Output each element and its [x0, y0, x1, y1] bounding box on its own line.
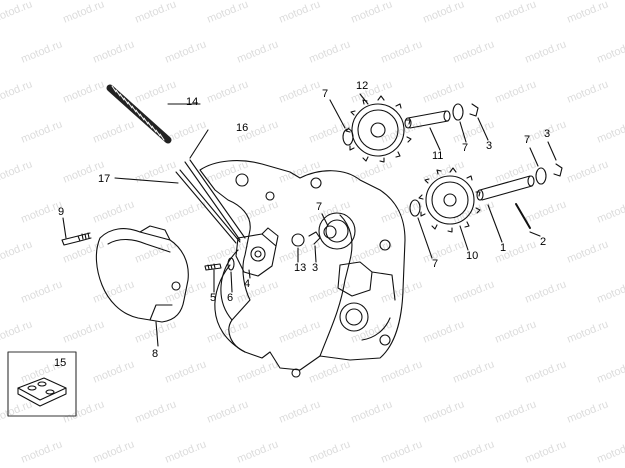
- leader-3b: [547, 141, 557, 161]
- washer-part-6: [227, 257, 235, 271]
- callout-2: 2: [540, 236, 547, 248]
- screw-part-5: [204, 263, 222, 271]
- spring-part-14: [106, 84, 172, 144]
- screw-part-9: [61, 232, 92, 246]
- leader-7e: [417, 217, 433, 259]
- gear-part-10: [418, 167, 481, 233]
- leader-1: [487, 204, 503, 243]
- callout-1: 1: [500, 242, 507, 254]
- callout-10: 10: [466, 250, 479, 262]
- gasket-part-15: [17, 377, 67, 407]
- leader-16: [189, 129, 209, 159]
- leader-11: [429, 127, 441, 151]
- callout-3a: 3: [486, 140, 493, 152]
- leader-3a: [477, 117, 489, 141]
- seal-part-13: [291, 233, 305, 247]
- leader-9: [62, 217, 67, 239]
- cover-part-8: [95, 225, 189, 323]
- callout-7a: 7: [322, 88, 329, 100]
- callout-3d: 3: [312, 262, 319, 274]
- inset-box-15: [7, 351, 77, 417]
- callout-15: 15: [54, 357, 67, 369]
- leader-12: [359, 93, 369, 105]
- shaft-part-11: [404, 110, 451, 129]
- leader-6: [230, 271, 233, 293]
- leader-7b: [459, 121, 467, 143]
- callout-7b: 7: [462, 142, 469, 154]
- callout-16: 16: [236, 122, 249, 134]
- leader-17: [114, 177, 179, 184]
- callout-6: 6: [227, 292, 234, 304]
- washer-part-7a: [342, 128, 354, 146]
- leader-7a: [329, 99, 346, 129]
- callout-7d: 7: [524, 134, 531, 146]
- washer-part-7c: [323, 225, 337, 239]
- callout-12: 12: [356, 80, 369, 92]
- leader-8: [155, 321, 159, 347]
- callout-11: 11: [432, 150, 444, 162]
- clip-part-3b: [553, 163, 563, 177]
- crankcase-part: [199, 160, 406, 378]
- washer-part-7b: [452, 103, 464, 121]
- leader-7c: [321, 213, 329, 227]
- leader-4: [248, 269, 251, 279]
- callout-7c: 7: [316, 201, 323, 213]
- callout-3b: 3: [544, 128, 551, 140]
- callout-9: 9: [58, 206, 65, 218]
- shaft-part-1: [476, 175, 535, 201]
- leader-3d: [314, 245, 317, 263]
- cable-part-17: [175, 171, 237, 244]
- washer-part-7d: [535, 167, 547, 185]
- cable-part-16: [184, 161, 241, 241]
- callout-13: 13: [294, 262, 307, 274]
- leader-10: [459, 225, 469, 251]
- pump-part-4: [235, 227, 279, 277]
- callout-14: 14: [186, 96, 199, 108]
- callout-5: 5: [210, 292, 217, 304]
- clip-part-3a: [469, 103, 479, 117]
- washer-part-7e: [409, 199, 421, 217]
- callout-17: 17: [98, 173, 111, 185]
- pin-part-2: [515, 203, 531, 229]
- callout-4: 4: [244, 278, 251, 290]
- callout-7e: 7: [432, 258, 439, 270]
- leader-2: [529, 231, 541, 237]
- callout-8: 8: [152, 348, 159, 360]
- gear-part-12: [345, 95, 412, 163]
- clip-part-3: [308, 231, 321, 245]
- leader-7d: [529, 147, 539, 167]
